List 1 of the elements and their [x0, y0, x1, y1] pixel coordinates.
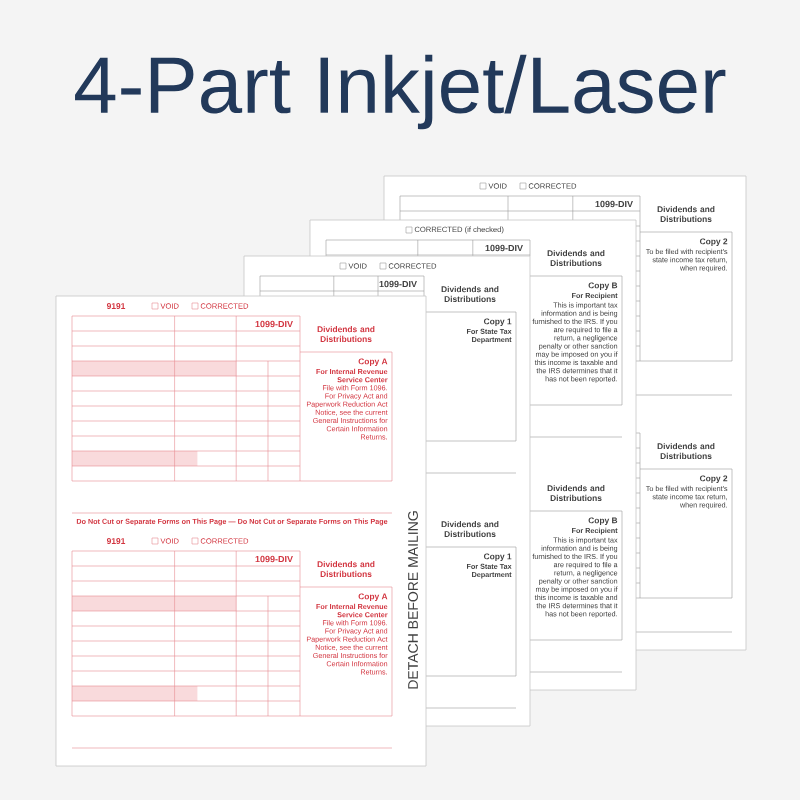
title: 4-Part Inkjet/Laser: [75, 54, 726, 130]
